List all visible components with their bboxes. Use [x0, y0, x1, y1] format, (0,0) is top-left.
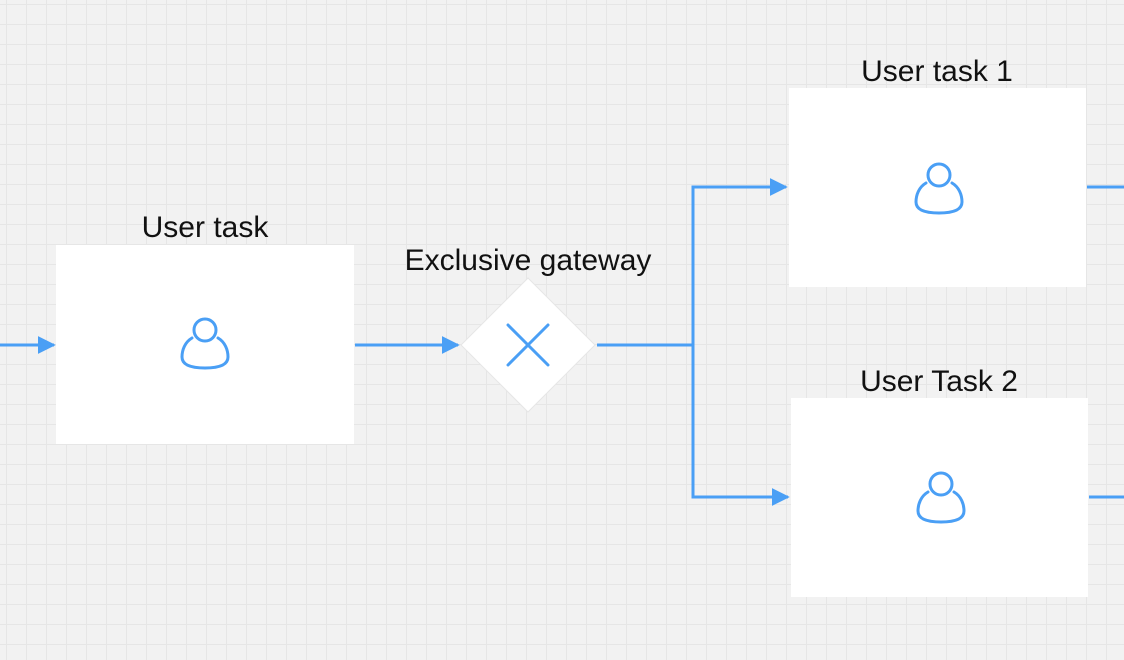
user-task-2-node[interactable]	[791, 398, 1088, 597]
user-task-1-label: User task 1	[861, 55, 1013, 88]
exclusive-gateway-node[interactable]	[460, 277, 596, 413]
user-icon	[914, 162, 964, 215]
close-icon	[506, 323, 550, 367]
flow-gateway-to-user-task-1[interactable]	[691, 178, 788, 345]
user-task-label: User task	[142, 211, 270, 244]
flow-gateway-to-user-task-2[interactable]	[691, 345, 790, 506]
user-task-node[interactable]	[56, 245, 354, 444]
user-task-2-label: User Task 2	[860, 365, 1018, 398]
user-icon	[916, 471, 966, 524]
user-task-1-node[interactable]	[789, 88, 1086, 287]
exclusive-gateway-label: Exclusive gateway	[405, 244, 652, 277]
user-icon	[180, 317, 230, 370]
